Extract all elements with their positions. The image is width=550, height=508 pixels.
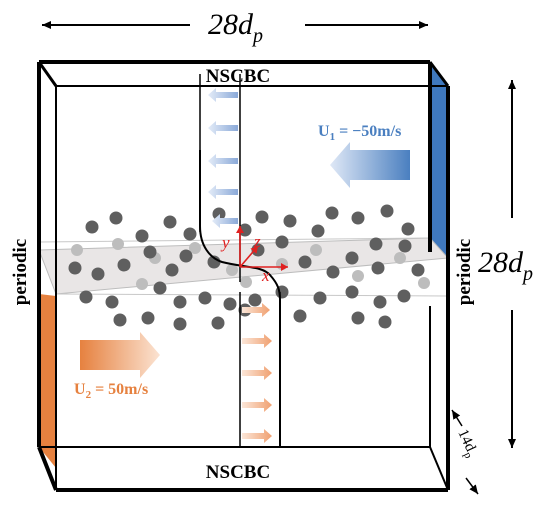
periodic-right-label: periodic: [454, 239, 475, 306]
upper-flow-arrow: [330, 142, 410, 188]
shear-layer-edge-top: [38, 237, 431, 243]
width-label: 28dp: [208, 8, 263, 47]
depth-dimension-arrow-up: [451, 409, 463, 427]
lower-velocity-label: U2 = 50m/s: [74, 381, 148, 401]
coordinate-axes: [236, 226, 288, 271]
upper-velocity-arrows: [208, 88, 238, 228]
periodic-left-label: periodic: [10, 239, 31, 306]
left-periodic-face: [39, 294, 56, 468]
domain-box: [37, 60, 450, 492]
nscbc-bottom-label: NSCBC: [206, 462, 270, 483]
depth-dimension-arrow-down: [465, 477, 479, 495]
right-periodic-face: [430, 62, 448, 258]
height-label: 28dp: [478, 246, 533, 285]
nscbc-top-label: NSCBC: [206, 66, 270, 87]
axis-y-label: y: [220, 233, 230, 252]
lower-velocity-arrows: [242, 303, 272, 443]
upper-velocity-label: U1 = −50m/s: [318, 123, 401, 143]
axis-x-label: x: [261, 266, 270, 285]
particles: [68, 204, 430, 331]
depth-label: 14dp: [452, 427, 481, 461]
axis-z-label: z: [253, 232, 261, 251]
lower-flow-arrow: [80, 332, 160, 378]
